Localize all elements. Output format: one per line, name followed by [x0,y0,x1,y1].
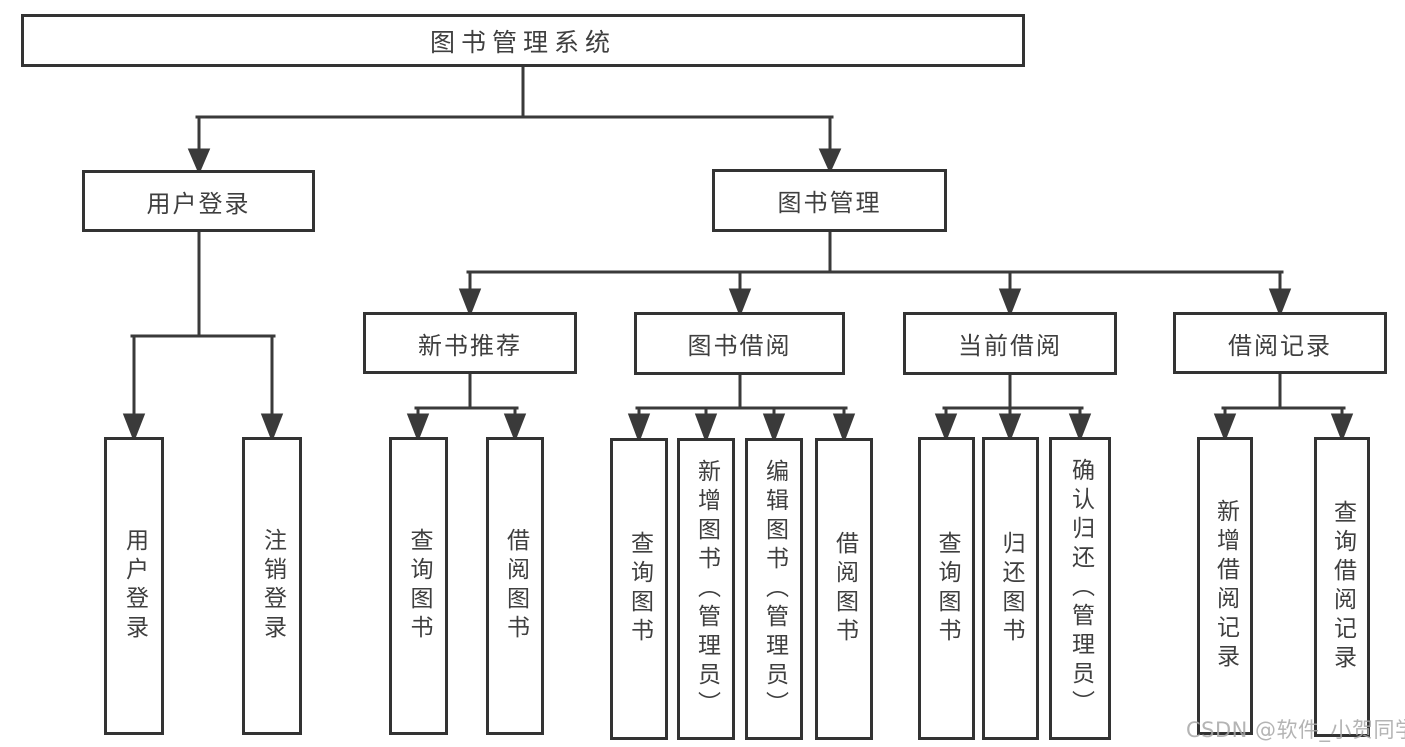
leaf-records-query-record: 查询借阅记录 [1314,437,1370,737]
leaf-borrow-query-books: 查询图书 [610,438,668,740]
leaf-label: 确认归还（管理员） [1067,458,1094,719]
leaf-user-login: 用户登录 [104,437,164,735]
leaf-current-confirm-return-admin: 确认归还（管理员） [1049,437,1111,740]
leaf-label: 归还图书 [998,530,1024,647]
node-new-book-recommend: 新书推荐 [363,312,577,374]
node-book-management: 图书管理 [712,169,947,232]
leaf-current-return-books: 归还图书 [982,437,1039,740]
leaf-label: 借阅图书 [831,531,858,647]
connector-borrow-to-children [627,373,856,444]
leaf-label: 查询图书 [934,530,960,647]
connector-login-to-children [122,230,284,443]
leaf-label: 编辑图书（管理员） [761,458,788,720]
leaf-records-add-record: 新增借阅记录 [1197,437,1253,735]
leaf-rec-query-books: 查询图书 [389,437,448,735]
connector-root-to-level2 [187,65,842,175]
csdn-watermark: CSDN @软件_小贺同学 [1186,718,1405,742]
leaf-borrow-add-books-admin: 新增图书（管理员） [677,438,735,740]
leaf-label: 查询图书 [626,531,653,647]
connector-rec-to-children [406,372,527,443]
node-root: 图书管理系统 [21,14,1025,67]
leaf-borrow-edit-books-admin: 编辑图书（管理员） [745,438,803,740]
leaf-rec-borrow-books: 借阅图书 [486,437,544,735]
leaf-borrow-borrow-books: 借阅图书 [815,438,873,740]
leaf-label: 用户登录 [121,528,148,644]
node-user-login: 用户登录 [82,170,315,232]
leaf-logout: 注销登录 [242,437,302,735]
connector-records-to-children [1213,372,1354,443]
leaf-label: 新增借阅记录 [1212,499,1239,673]
leaf-label: 新增图书（管理员） [693,458,720,720]
leaf-label: 注销登录 [259,528,286,644]
leaf-current-query-books: 查询图书 [918,437,975,740]
node-book-borrow: 图书借阅 [634,312,845,375]
node-current-borrow: 当前借阅 [903,312,1117,375]
leaf-label: 查询图书 [406,528,432,644]
leaf-label: 借阅图书 [502,528,529,644]
leaf-label: 查询借阅记录 [1329,500,1356,674]
node-borrow-records: 借阅记录 [1173,312,1387,374]
connector-current-to-children [934,373,1092,443]
connector-mgmt-to-level3 [458,230,1292,318]
